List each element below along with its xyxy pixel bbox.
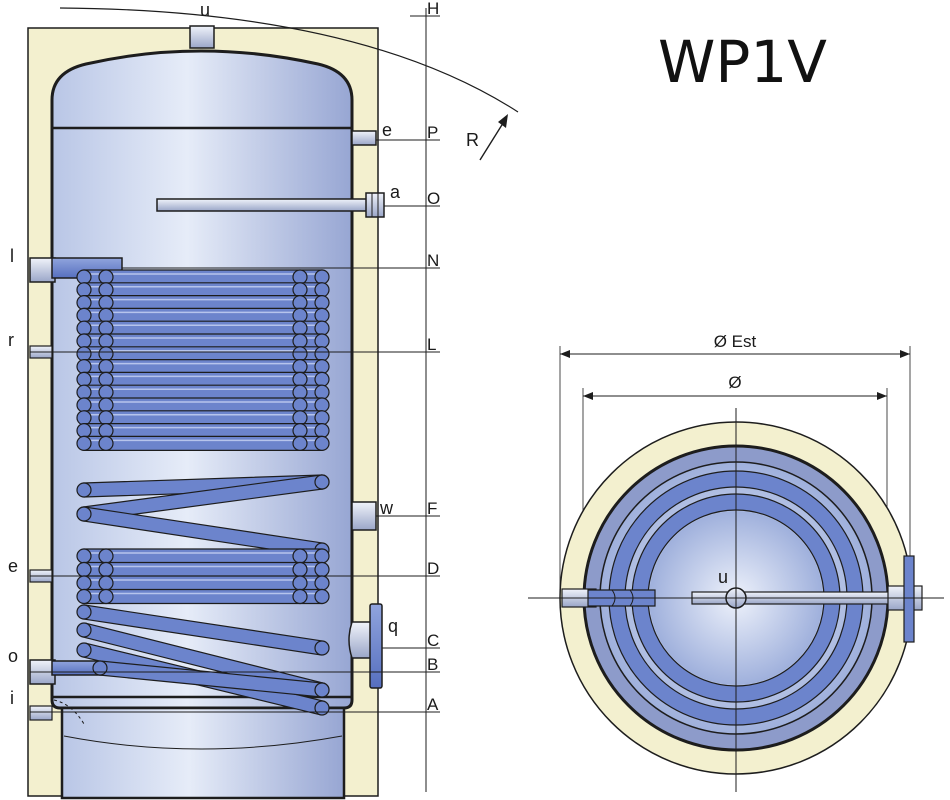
connection-w [351, 501, 377, 531]
anode-rod [156, 198, 373, 212]
label-a: a [390, 182, 401, 202]
level-letter: L [427, 335, 436, 354]
label-inner-diameter: Ø [728, 373, 741, 392]
coil-turn [76, 561, 330, 578]
level-lines [30, 15, 440, 713]
radius-arrow-head [498, 114, 508, 128]
level-letter: O [427, 189, 440, 208]
level-letters: H P O N L F D CB A [427, 0, 440, 714]
coil-tube-end [314, 682, 330, 698]
radius-arrow [479, 119, 506, 161]
label-radius: R [466, 130, 479, 150]
coil-transition-lower [76, 604, 330, 716]
label-o: o [8, 646, 18, 666]
radius-arc [59, 7, 519, 113]
drain-dashed [53, 699, 85, 725]
outlet-e-top [351, 130, 377, 146]
top-flange [903, 555, 915, 643]
coil-turn [76, 548, 330, 564]
top-view: Ø Est Ø u [528, 332, 944, 792]
label-w: w [379, 498, 394, 518]
level-letter: H [427, 0, 439, 18]
coil-turn [76, 397, 330, 413]
level-letter: F [427, 499, 437, 518]
coil-turn [76, 269, 330, 285]
coil-turn [76, 588, 330, 605]
connection-i [29, 705, 53, 721]
label-q: q [388, 616, 398, 636]
flange-q [369, 603, 383, 689]
coil-turn [76, 575, 330, 591]
coil-turn [76, 346, 330, 362]
level-letter: C [427, 631, 439, 650]
label-outer-diameter: Ø Est [714, 332, 757, 351]
side-view: H P O N L F D CB A u e a l r w e q o i R [8, 0, 519, 800]
coil-tube-end [76, 482, 92, 498]
label-e-top: e [382, 120, 392, 140]
coil-tube-end [314, 700, 330, 716]
coil-turn [76, 295, 330, 311]
level-letter: D [427, 559, 439, 578]
label-i: i [10, 688, 14, 708]
coil-turn [76, 307, 330, 323]
level-letter: B [427, 655, 438, 674]
lower-coil [76, 548, 330, 605]
flange-neck [348, 621, 373, 659]
coil-turn [76, 320, 330, 336]
level-letter: A [427, 695, 439, 714]
coil-turn [76, 371, 330, 387]
top-connection-u [189, 25, 215, 49]
coil-turn [76, 282, 330, 298]
label-l: l [10, 246, 14, 266]
coil-tube-end [76, 506, 92, 522]
coil-tube-end [314, 640, 330, 656]
coil-tube-end [76, 604, 92, 620]
anode-cap [365, 192, 385, 218]
label-u: u [200, 0, 210, 20]
level-letter: P [427, 123, 438, 142]
coil-turn [76, 333, 330, 349]
coil-turn [76, 435, 330, 451]
coil-turn [76, 384, 330, 400]
label-r: r [8, 330, 14, 350]
tank-foot [60, 706, 346, 800]
coil-turn [76, 410, 330, 426]
coil-tube-end [92, 660, 108, 676]
level-letter: N [427, 251, 439, 270]
label-top-u: u [718, 567, 728, 587]
upper-coil [76, 269, 330, 451]
coil-turn [76, 359, 330, 375]
foot-curve [63, 735, 343, 750]
label-e-bottom: e [8, 556, 18, 576]
model-title: WP1V [658, 28, 827, 96]
coil-tube-end [76, 622, 92, 638]
coil-turn [76, 423, 330, 439]
coil-tube-end [314, 474, 330, 490]
coil-tube-end [76, 642, 92, 658]
